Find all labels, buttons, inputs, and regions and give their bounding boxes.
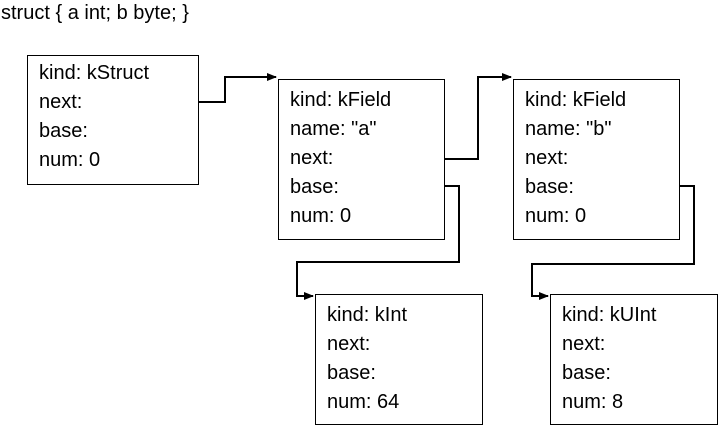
node-base: base: xyxy=(290,176,339,198)
node-kind: kind: kUInt xyxy=(562,304,657,326)
node-num: num: 8 xyxy=(562,391,624,413)
node-name: name: "b" xyxy=(525,118,612,140)
node-kind: kind: kField xyxy=(290,89,392,111)
kstruct-node: kind: kStruct next: base: num: 0 xyxy=(27,55,199,185)
kfield-b-node: kind: kField name: "b" next: base: num: … xyxy=(513,79,680,240)
node-base: base: xyxy=(562,362,611,384)
node-base: base: xyxy=(39,120,88,142)
node-num: num: 0 xyxy=(39,149,101,171)
node-next: next: xyxy=(39,91,83,113)
node-base: base: xyxy=(327,362,376,384)
kfield-a-node: kind: kField name: "a" next: base: num: … xyxy=(278,79,445,240)
node-next: next: xyxy=(525,147,569,169)
node-num: num: 64 xyxy=(327,391,400,413)
node-num: num: 0 xyxy=(525,205,587,227)
node-name: name: "a" xyxy=(290,118,377,140)
node-kind: kind: kInt xyxy=(327,304,408,326)
diagram-title: struct { a int; b byte; } xyxy=(1,2,189,24)
node-kind: kind: kField xyxy=(525,89,627,111)
node-num: num: 0 xyxy=(290,205,352,227)
kuint-node: kind: kUInt next: base: num: 8 xyxy=(550,294,718,425)
node-base: base: xyxy=(525,176,574,198)
node-kind: kind: kStruct xyxy=(39,62,150,84)
kint-node: kind: kInt next: base: num: 64 xyxy=(315,294,483,425)
node-next: next: xyxy=(327,333,371,355)
node-next: next: xyxy=(562,333,606,355)
node-next: next: xyxy=(290,147,334,169)
